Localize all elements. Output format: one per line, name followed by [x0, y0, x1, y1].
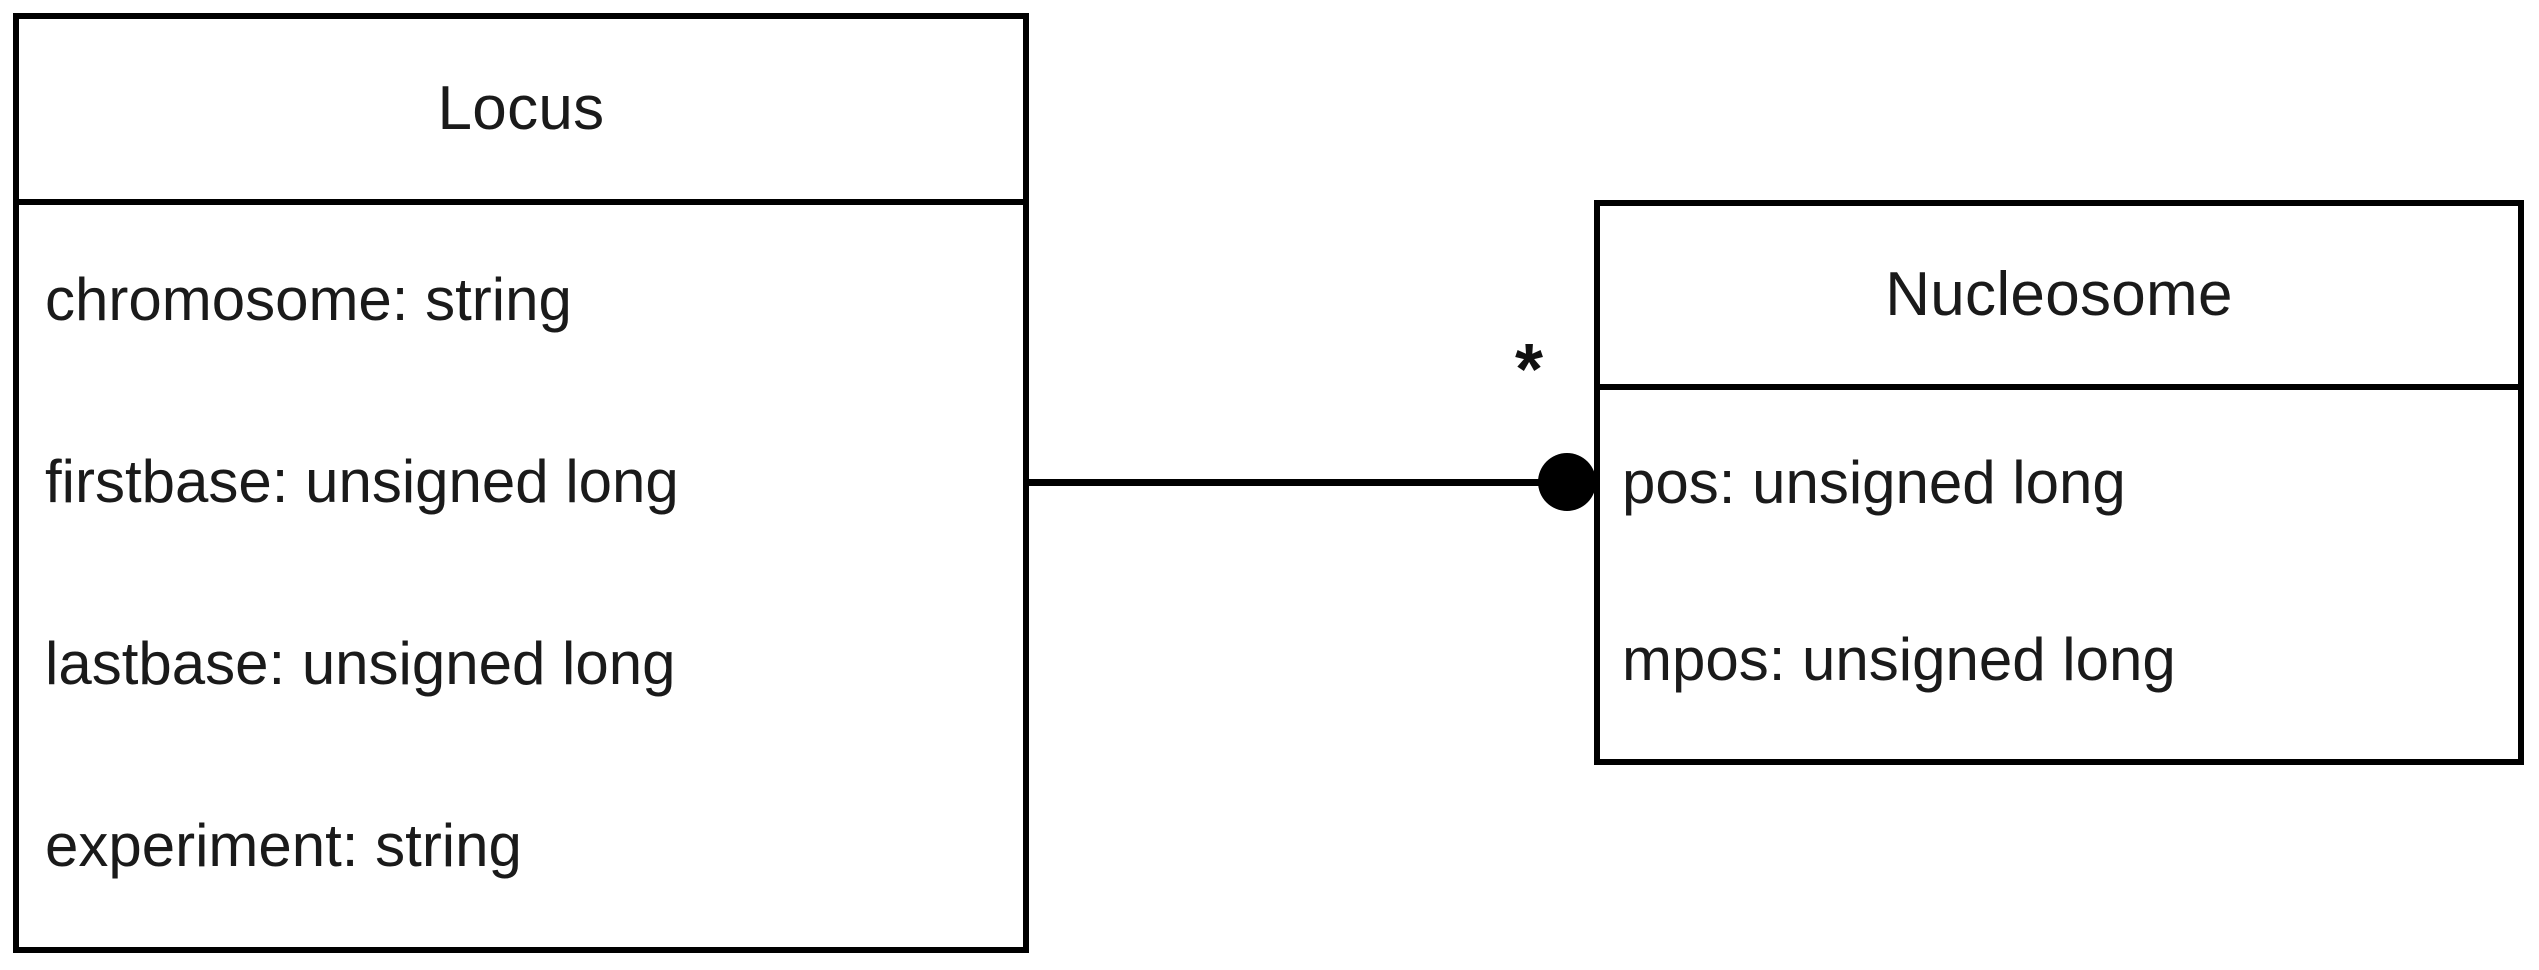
association-multiplicity-label: * [1514, 330, 1544, 410]
class-attributes-nucleosome: pos: unsigned long mpos: unsigned long [1600, 390, 2518, 759]
association-line [1026, 479, 1598, 486]
attribute-row: lastbase: unsigned long [45, 630, 676, 697]
class-box-locus[interactable]: Locus chromosome: string firstbase: unsi… [13, 13, 1029, 953]
class-header-nucleosome: Nucleosome [1600, 206, 2518, 390]
attribute-row: pos: unsigned long [1622, 448, 2126, 516]
class-header-locus: Locus [19, 19, 1023, 205]
attribute-row: experiment: string [45, 812, 522, 879]
class-title-nucleosome: Nucleosome [1885, 260, 2233, 329]
class-title-locus: Locus [437, 74, 605, 143]
attribute-row: firstbase: unsigned long [45, 448, 679, 515]
association-filled-circle-icon [1538, 453, 1596, 511]
attribute-row: mpos: unsigned long [1622, 626, 2176, 694]
class-box-nucleosome[interactable]: Nucleosome pos: unsigned long mpos: unsi… [1594, 200, 2524, 765]
attribute-row: chromosome: string [45, 266, 572, 333]
class-attributes-locus: chromosome: string firstbase: unsigned l… [19, 205, 1023, 947]
